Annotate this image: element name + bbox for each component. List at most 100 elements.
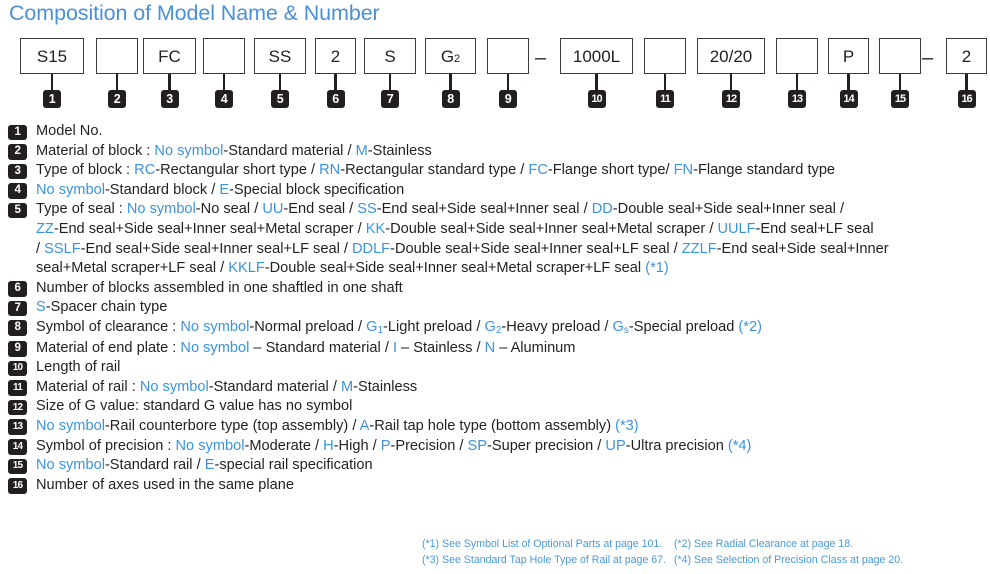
index-badge-10: 10 — [587, 90, 606, 108]
legend-text-line: No symbol-Standard block / E-Special blo… — [36, 181, 990, 201]
model-box-15[interactable] — [879, 38, 921, 74]
legend-badge-9: 9 — [8, 341, 27, 357]
model-box-5[interactable]: SS — [254, 38, 306, 74]
model-field-3: FC 3 — [143, 38, 196, 108]
symbol-code: M — [355, 142, 368, 159]
model-box-13[interactable] — [776, 38, 818, 74]
description-text: -Standard material / — [208, 378, 341, 395]
model-box-7[interactable]: S — [364, 38, 416, 74]
model-box-1[interactable]: S15 — [20, 38, 84, 74]
description-text: -Moderate / — [244, 437, 324, 454]
legend-row-10: 10 Length of rail — [0, 358, 990, 378]
legend-text-line: Material of rail : No symbol-Standard ma… — [36, 378, 990, 398]
legend-text-line: Type of seal : No symbol-No seal / UU-En… — [36, 200, 990, 220]
separator-dash-1: – — [535, 47, 547, 69]
symbol-code: No symbol — [36, 457, 105, 474]
symbol-code: KK — [365, 220, 386, 237]
legend-text-line: Symbol of clearance : No symbol-Normal p… — [36, 318, 990, 339]
leader-line-15 — [898, 74, 902, 91]
model-box-6[interactable]: 2 — [315, 38, 356, 74]
leader-line-5 — [278, 74, 282, 91]
legend-badge-13: 13 — [8, 419, 27, 435]
description-text: -Normal preload / — [249, 318, 367, 335]
footnotes-block: (*1) See Symbol List of Optional Parts a… — [422, 536, 982, 568]
model-box-2[interactable] — [96, 38, 138, 74]
symbol-code: ZZ — [36, 220, 54, 237]
description-text: -Rail counterbore type (top assembly) / — [104, 417, 360, 434]
description-text: -End seal+Side seal+Inner seal+LF seal / — [80, 240, 352, 257]
footnote-ref: (*2) — [738, 318, 762, 335]
symbol-code: No symbol — [36, 181, 105, 198]
model-box-3[interactable]: FC — [143, 38, 196, 74]
symbol-code: FC — [528, 162, 548, 179]
legend-row-4: 4 No symbol-Standard block / E-Special bl… — [0, 181, 990, 201]
symbol-code: H — [323, 437, 334, 454]
footnote-entry: (*2) See Radial Clearance at page 18. — [674, 538, 854, 550]
leader-line-2 — [115, 74, 119, 91]
model-box-9[interactable] — [487, 38, 529, 74]
model-box-10[interactable]: 1000L — [560, 38, 633, 74]
description-text: -Flange short type/ — [547, 162, 674, 179]
index-badge-6: 6 — [326, 90, 345, 108]
model-box-4[interactable] — [203, 38, 245, 74]
legend-text-line: Number of blocks assembled in one shaftl… — [36, 279, 990, 299]
model-box-16[interactable]: 2 — [946, 38, 987, 74]
symbol-code: KKLF — [228, 260, 265, 277]
index-badge-3: 3 — [160, 90, 179, 108]
legend-text-line: seal+Metal scraper+LF seal / KKLF-Double… — [36, 259, 990, 279]
description-text: -Flange standard type — [693, 162, 836, 179]
legend-badge-12: 12 — [8, 399, 27, 416]
description-text: -End seal+Side seal+Inner — [716, 240, 889, 257]
symbol-code: UULF — [717, 220, 756, 237]
symbol-code: I — [392, 339, 397, 356]
leader-line-9 — [506, 74, 510, 91]
legend-text-line: Length of rail — [36, 358, 990, 378]
symbol-code: G2 — [484, 318, 502, 336]
model-box-11[interactable] — [644, 38, 686, 74]
description-text: seal+Metal scraper+LF seal / — [36, 260, 229, 277]
description-text: -Super precision / — [486, 437, 606, 454]
model-field-15: 15 — [879, 38, 921, 108]
symbol-code: A — [359, 417, 370, 434]
symbol-code: E — [204, 457, 215, 474]
model-field-2: 2 — [96, 38, 138, 108]
symbol-code: E — [219, 181, 230, 198]
description-text: -End seal / — [283, 201, 358, 218]
leader-line-13 — [795, 74, 799, 91]
index-badge-7: 7 — [381, 90, 399, 108]
symbol-code: No symbol — [36, 417, 105, 434]
legend-text-line: / SSLF-End seal+Side seal+Inner seal+LF … — [36, 240, 990, 260]
symbol-code: No symbol — [139, 378, 209, 395]
index-badge-15: 15 — [891, 90, 909, 108]
model-box-12[interactable]: 20/20 — [697, 38, 765, 74]
legend-text-line: Type of block : RC-Rectangular short typ… — [36, 161, 990, 181]
index-badge-2: 2 — [108, 90, 126, 108]
description-text: -Light preload / — [383, 318, 485, 335]
description-text: -Standard rail / — [104, 457, 205, 474]
index-badge-16: 16 — [957, 90, 976, 108]
leader-line-16 — [965, 74, 968, 91]
symbol-code: FN — [673, 162, 694, 179]
description-text: -High / — [333, 437, 381, 454]
description-text: Number of blocks assembled in one shaftl… — [36, 279, 403, 296]
legend-badge-10: 10 — [8, 360, 27, 377]
index-badge-8: 8 — [441, 90, 460, 108]
symbol-code: No symbol — [180, 339, 250, 356]
index-badge-5: 5 — [271, 90, 289, 108]
symbol-code: SS — [357, 201, 377, 218]
description-text: -special rail specification — [214, 457, 373, 474]
legend-badge-4: 4 — [8, 183, 27, 199]
legend-text-line: ZZ-End seal+Side seal+Inner seal+Metal s… — [36, 220, 990, 240]
model-box-14[interactable]: P — [828, 38, 869, 74]
symbol-code: No symbol — [126, 201, 196, 218]
